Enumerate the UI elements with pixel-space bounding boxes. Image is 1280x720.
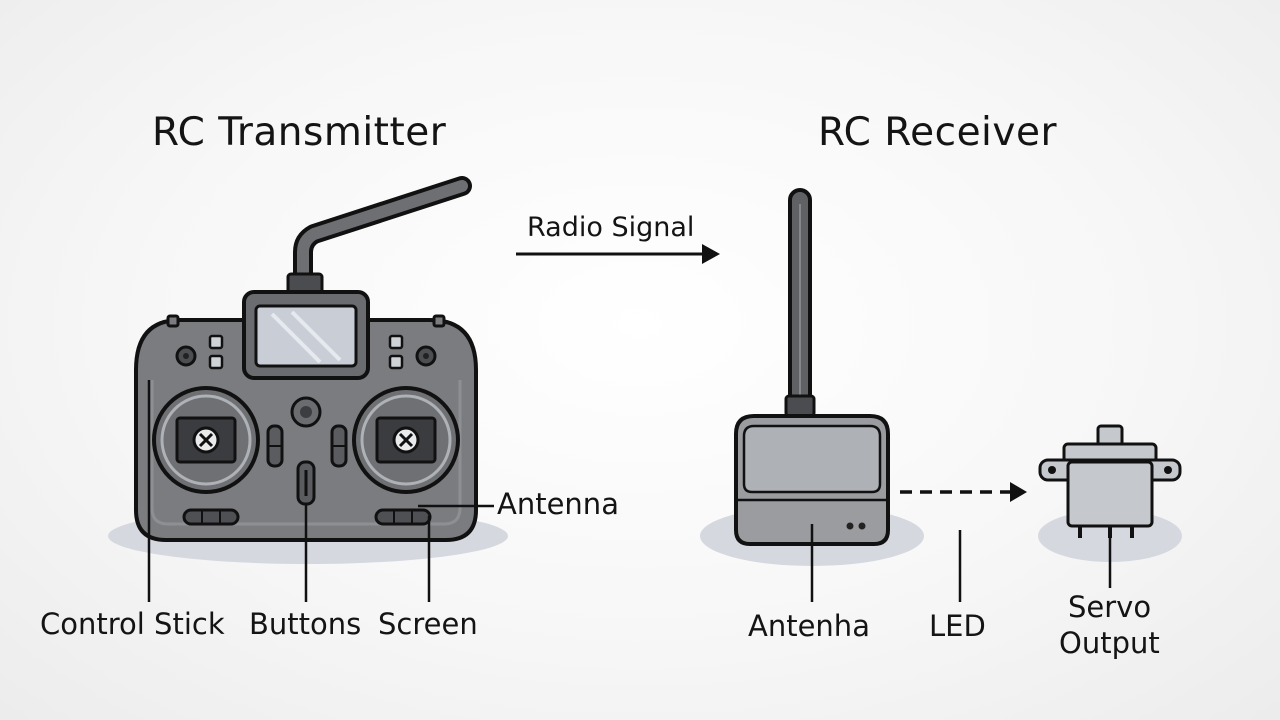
led-label: LED bbox=[929, 609, 986, 643]
receiver-antenna bbox=[784, 188, 816, 418]
receiver-led-icon bbox=[846, 522, 854, 530]
buttons-label: Buttons bbox=[249, 607, 362, 641]
radio-signal-label: Radio Signal bbox=[527, 212, 695, 243]
radio-signal-arrow bbox=[516, 244, 720, 264]
servo-signal-arrow bbox=[900, 482, 1027, 502]
receiver-illustration bbox=[734, 188, 890, 546]
right-control-stick bbox=[352, 386, 460, 494]
transmitter-illustration bbox=[134, 176, 478, 542]
transmitter-antenna bbox=[286, 176, 472, 296]
transmitter-title: RC Transmitter bbox=[152, 110, 447, 155]
servo-label-line1: Servo bbox=[1068, 590, 1152, 624]
servo-illustration bbox=[1038, 424, 1182, 538]
receiver-antenna-label: Antenha bbox=[748, 609, 870, 643]
servo-label-line2: Output bbox=[1059, 626, 1160, 660]
receiver-title: RC Receiver bbox=[818, 110, 1058, 155]
left-control-stick bbox=[152, 386, 260, 494]
screen-label: Screen bbox=[378, 607, 478, 641]
control-stick-label: Control Stick bbox=[40, 607, 225, 641]
transmitter-antenna-label: Antenna bbox=[497, 487, 619, 521]
